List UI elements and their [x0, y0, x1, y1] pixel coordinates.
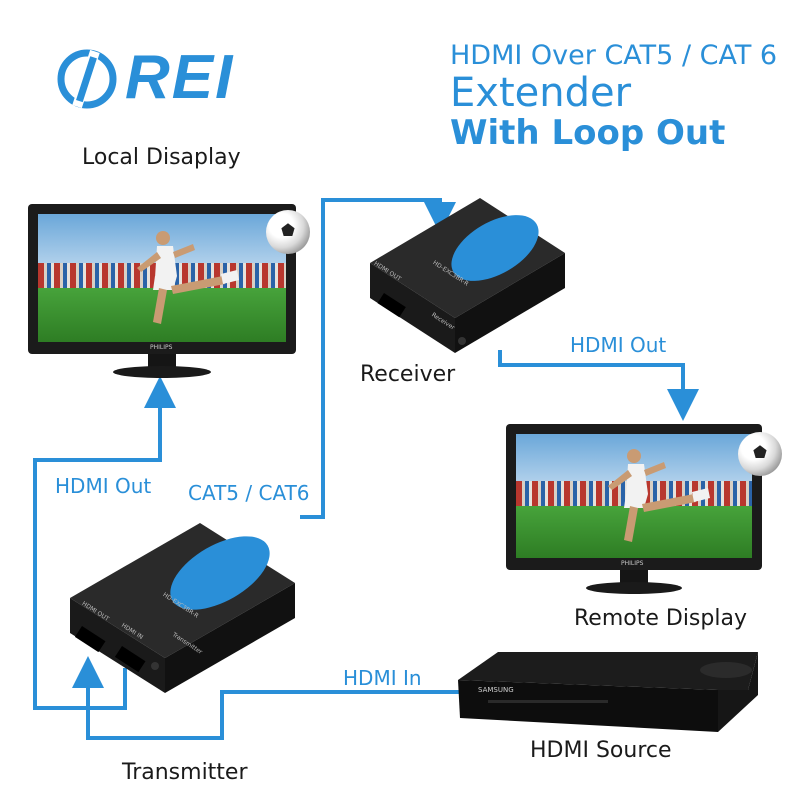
- title-line-2: Extender: [450, 70, 632, 116]
- hdmi-out-remote-wire: [498, 350, 699, 421]
- hdmi-out-local-label: HDMI Out: [55, 474, 152, 498]
- transmitter-device: [70, 523, 295, 693]
- cat-cable-wire: [300, 198, 456, 519]
- local-monitor-brand: PHILIPS: [150, 344, 173, 351]
- local-display-monitor: PHILIPS: [28, 204, 300, 380]
- remote-display-screen: [516, 434, 752, 558]
- local-display-label: Local Disaplay: [82, 145, 241, 170]
- brand-name: REI: [125, 43, 235, 112]
- player-brand: SAMSUNG: [478, 686, 514, 694]
- receiver-device: [370, 198, 565, 353]
- brand-logo: REI: [55, 43, 295, 112]
- hdmi-in-label: HDMI In: [343, 666, 422, 690]
- hdmi-out-remote-label: HDMI Out: [570, 333, 667, 357]
- hdmi-source-label: HDMI Source: [530, 738, 672, 763]
- remote-monitor-brand: PHILIPS: [621, 560, 644, 567]
- cat-cable-label: CAT5 / CAT6: [188, 481, 310, 505]
- title-line-1: HDMI Over CAT5 / CAT 6: [450, 40, 778, 71]
- logo-mark-icon: [57, 49, 117, 109]
- hdmi-source-player: [458, 652, 758, 732]
- soccer-ball-icon: [266, 210, 310, 254]
- transmitter-label: Transmitter: [122, 760, 248, 785]
- title-line-3: With Loop Out: [450, 113, 726, 153]
- hdmi-in-wire: [72, 656, 460, 740]
- hdmi-out-local-wire: [33, 376, 176, 710]
- remote-display-label: Remote Display: [574, 606, 747, 631]
- soccer-ball-icon: [738, 432, 782, 476]
- local-display-screen: [38, 214, 286, 342]
- remote-display-monitor: PHILIPS: [506, 424, 766, 600]
- receiver-label: Receiver: [360, 362, 456, 387]
